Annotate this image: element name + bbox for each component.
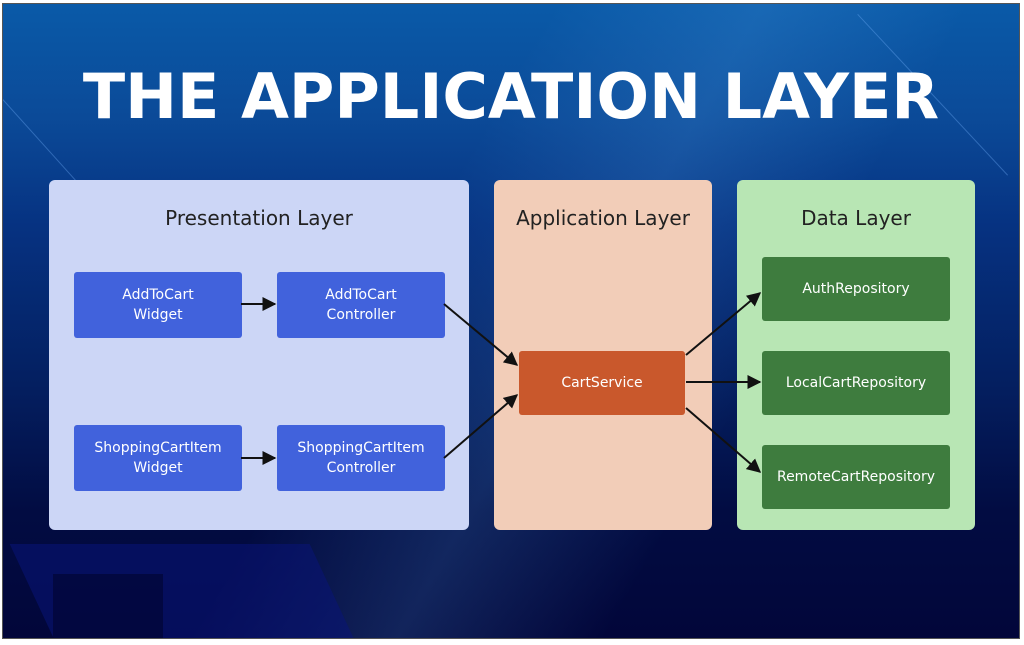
box-label: CartService bbox=[561, 374, 643, 391]
application-layer-panel: Application Layer CartService bbox=[494, 180, 712, 530]
addtocart-controller-box: AddToCart Controller bbox=[277, 272, 445, 338]
shoppingcartitem-controller-box: ShoppingCartItem Controller bbox=[277, 425, 445, 491]
box-label-line1: AddToCart bbox=[325, 286, 397, 303]
slide: THE APPLICATION LAYER Presentation Layer… bbox=[2, 3, 1020, 639]
box-label: LocalCartRepository bbox=[785, 374, 927, 391]
presentation-layer-panel: Presentation Layer AddToCart Widget AddT… bbox=[49, 180, 469, 530]
box-label-line2: Controller bbox=[326, 307, 396, 323]
box-label-line2: Controller bbox=[326, 460, 396, 476]
presentation-layer-title: Presentation Layer bbox=[165, 206, 353, 230]
box-label-line1: ShoppingCartItem bbox=[297, 439, 425, 456]
application-layer-title: Application Layer bbox=[516, 206, 690, 230]
slide-title: THE APPLICATION LAYER bbox=[82, 60, 940, 133]
background-shape bbox=[53, 574, 163, 638]
data-layer-title: Data Layer bbox=[801, 206, 911, 230]
box-label-line1: ShoppingCartItem bbox=[94, 439, 222, 456]
authrepository-box: AuthRepository bbox=[762, 257, 950, 321]
localcartrepository-box: LocalCartRepository bbox=[762, 351, 950, 415]
data-layer-panel: Data Layer AuthRepository LocalCartRepos… bbox=[737, 180, 975, 530]
addtocart-widget-box: AddToCart Widget bbox=[74, 272, 242, 338]
cartservice-box: CartService bbox=[519, 351, 685, 415]
remotecartrepository-box: RemoteCartRepository bbox=[762, 445, 950, 509]
box-label-line2: Widget bbox=[133, 460, 183, 476]
box-label-line2: Widget bbox=[133, 307, 183, 323]
box-label-line1: AddToCart bbox=[122, 286, 194, 303]
box-label: AuthRepository bbox=[802, 280, 910, 297]
box-label: RemoteCartRepository bbox=[776, 468, 936, 485]
shoppingcartitem-widget-box: ShoppingCartItem Widget bbox=[74, 425, 242, 491]
